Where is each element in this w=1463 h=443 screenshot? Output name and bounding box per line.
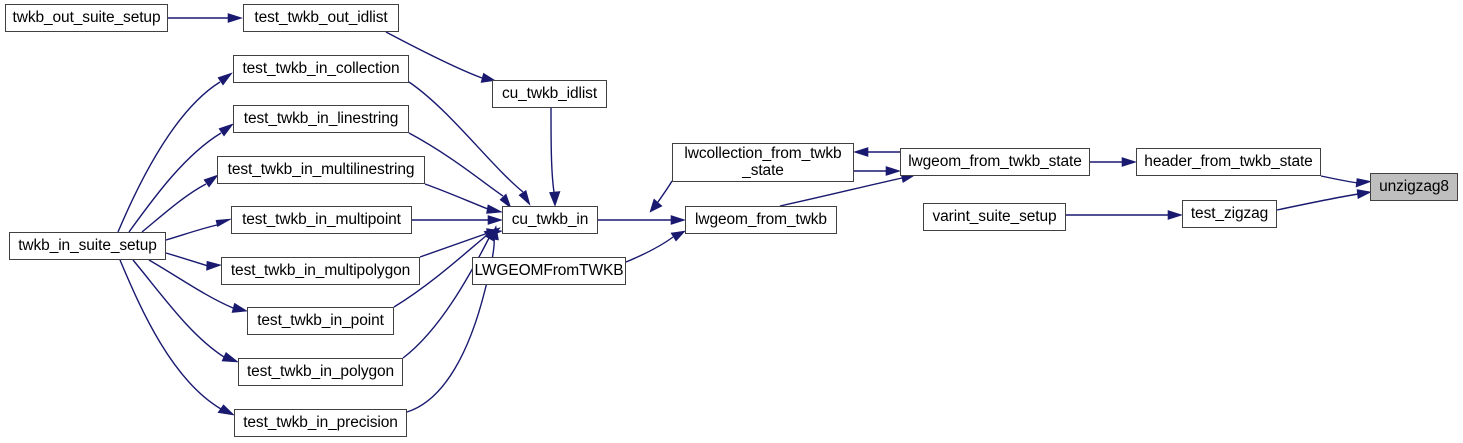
node-header_from_twkb_state[interactable]: header_from_twkb_state: [1136, 148, 1321, 176]
edge-LWGEOMFromTWKB-to-lwgeom_from_twkb: [625, 230, 686, 263]
node-cu_twkb_in[interactable]: cu_twkb_in: [502, 206, 598, 234]
node-test_twkb_in_precision[interactable]: test_twkb_in_precision: [234, 409, 407, 437]
node-varint_suite_setup[interactable]: varint_suite_setup: [923, 203, 1066, 231]
edge-twkb_in_suite_setup-to-test_twkb_in_linestring: [128, 123, 234, 233]
edge-twkb_in_suite_setup-to-test_twkb_in_collection: [117, 72, 233, 233]
node-LWGEOMFromTWKB[interactable]: LWGEOMFromTWKB: [472, 257, 626, 285]
edge-twkb_in_suite_setup-to-test_twkb_in_multipoint: [165, 218, 232, 241]
edge-twkb_out_suite_setup-to-test_twkb_out_idlist: [168, 13, 243, 23]
edge-test_twkb_in_collection-to-cu_twkb_in: [408, 81, 531, 206]
edge-twkb_in_suite_setup-to-test_twkb_in_point: [148, 259, 248, 313]
node-lwgeom_from_twkb_state[interactable]: lwgeom_from_twkb_state: [900, 148, 1090, 176]
node-test_twkb_in_multipoint[interactable]: test_twkb_in_multipoint: [231, 206, 412, 234]
node-cu_twkb_idlist[interactable]: cu_twkb_idlist: [492, 80, 607, 108]
edge-cu_twkb_in-to-lwgeom_from_twkb: [598, 215, 686, 225]
edge-twkb_in_suite_setup-to-test_twkb_in_multipolygon: [165, 252, 222, 271]
edge-test_twkb_out_idlist-to-cu_twkb_idlist: [385, 31, 496, 83]
edge-lwcollection_from_twkb_state-to-lwgeom_from_twkb_state: [854, 166, 901, 176]
node-unzigzag8[interactable]: unzigzag8: [1370, 173, 1458, 201]
edge-test_twkb_in_multipoint-to-cu_twkb_in: [412, 215, 503, 225]
node-lwgeom_from_twkb[interactable]: lwgeom_from_twkb: [685, 206, 837, 234]
node-test_twkb_in_multilinestring[interactable]: test_twkb_in_multilinestring: [217, 156, 425, 184]
edge-twkb_in_suite_setup-to-test_twkb_in_multilinestring: [141, 174, 219, 233]
edge-lwgeom_from_twkb_state-to-lwcollection_from_twkb_state: [853, 147, 900, 157]
edge-test_twkb_in_linestring-to-cu_twkb_in: [408, 132, 512, 209]
node-test_twkb_in_polygon[interactable]: test_twkb_in_polygon: [238, 358, 403, 386]
edge-lwcollection_from_twkb_state-to-lwgeom_from_twkb: [649, 180, 673, 213]
edge-test_twkb_in_multilinestring-to-cu_twkb_in: [424, 183, 504, 214]
node-twkb_in_suite_setup[interactable]: twkb_in_suite_setup: [9, 232, 166, 260]
edge-header_from_twkb_state-to-unzigzag8: [1320, 175, 1373, 188]
node-test_twkb_in_multipolygon[interactable]: test_twkb_in_multipolygon: [221, 257, 420, 285]
edge-lwgeom_from_twkb_state-to-header_from_twkb_state: [1090, 157, 1137, 167]
node-test_twkb_out_idlist[interactable]: test_twkb_out_idlist: [243, 4, 399, 32]
edge-test_twkb_in_precision-to-cu_twkb_in: [406, 225, 499, 413]
node-lwcollection_from_twkb_state[interactable]: lwcollection_from_twkb _state: [672, 143, 854, 182]
node-test_twkb_in_point[interactable]: test_twkb_in_point: [247, 307, 394, 335]
edge-test_zigzag-to-unzigzag8: [1276, 189, 1372, 211]
edge-twkb_in_suite_setup-to-test_twkb_in_precision: [119, 259, 235, 416]
edge-twkb_in_suite_setup-to-test_twkb_in_polygon: [132, 259, 239, 363]
node-test_twkb_in_linestring[interactable]: test_twkb_in_linestring: [233, 105, 409, 133]
edge-varint_suite_setup-to-test_zigzag: [1066, 210, 1183, 220]
node-test_zigzag[interactable]: test_zigzag: [1182, 200, 1277, 228]
node-test_twkb_in_collection[interactable]: test_twkb_in_collection: [233, 55, 409, 83]
edge-cu_twkb_idlist-to-cu_twkb_in: [549, 107, 561, 207]
node-twkb_out_suite_setup[interactable]: twkb_out_suite_setup: [5, 4, 168, 32]
